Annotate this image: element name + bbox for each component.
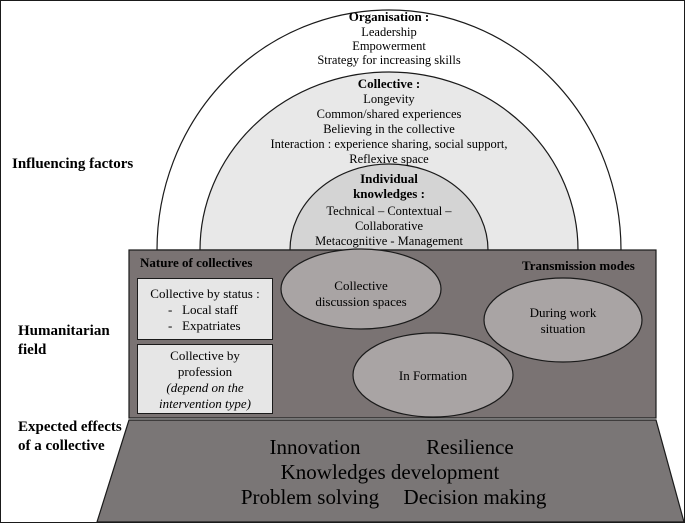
collective-item: Reflexive space xyxy=(349,152,429,166)
profession-box-note: (depend on the xyxy=(166,380,244,395)
mode-discussion-ellipse xyxy=(280,248,442,330)
mode-formation-label: In Formation xyxy=(399,368,468,383)
organisation-item: Strategy for increasing skills xyxy=(317,53,461,67)
individual-item: Technical – Contextual – xyxy=(326,204,452,218)
mode-discussion-label: Collective xyxy=(334,278,388,293)
status-box-title: Collective by status : xyxy=(150,286,260,301)
mode-work-label: situation xyxy=(541,321,586,336)
mode-formation-ellipse xyxy=(352,332,514,418)
influencing-factors-label: Influencing factors xyxy=(12,156,134,172)
collective-arch xyxy=(199,71,579,251)
transmission-modes-title: Transmission modes xyxy=(522,258,635,273)
collective-item: Interaction : experience sharing, social… xyxy=(270,137,507,151)
expected-effects-trapezoid xyxy=(96,419,685,523)
humanitarian-field-label: Humanitarian field xyxy=(18,323,110,358)
effect-knowledges-development: Knowledges development xyxy=(280,460,500,484)
collective-item: Longevity xyxy=(363,92,415,106)
effect-resilience: Resilience xyxy=(426,435,514,459)
individual-title: knowledges : xyxy=(353,186,425,201)
individual-item: Metacognitive - Management xyxy=(315,234,463,248)
organisation-title: Organisation : xyxy=(349,9,430,24)
organisation-item: Empowerment xyxy=(352,39,426,53)
collective-title: Collective : xyxy=(358,76,420,91)
mode-work-ellipse xyxy=(483,277,643,363)
status-box: Collective by status : - Local staff - E… xyxy=(137,278,273,340)
profession-box-title: Collective by xyxy=(170,348,240,363)
mode-discussion-label: discussion spaces xyxy=(315,294,406,309)
nature-of-collectives-title: Nature of collectives xyxy=(140,255,253,270)
individual-title: Individual xyxy=(360,171,418,186)
mode-work-label: During work xyxy=(530,305,597,320)
profession-box: Collective by profession (depend on the … xyxy=(137,344,273,414)
organisation-item: Leadership xyxy=(361,25,417,39)
status-item: - Expatriates xyxy=(168,318,241,333)
status-item: - Local staff xyxy=(168,302,238,317)
collective-item: Believing in the collective xyxy=(323,122,455,136)
collective-item: Common/shared experiences xyxy=(317,107,462,121)
profession-box-title: profession xyxy=(177,364,233,379)
individual-item: Collaborative xyxy=(355,219,423,233)
effect-problem-solving: Problem solving xyxy=(240,485,380,509)
effect-decision-making: Decision making xyxy=(403,485,547,509)
individual-arch xyxy=(289,163,489,251)
effect-innovation: Innovation xyxy=(269,435,361,459)
expected-effects-label: Expected effects of a collective xyxy=(18,419,122,454)
profession-box-note: intervention type) xyxy=(158,396,252,411)
